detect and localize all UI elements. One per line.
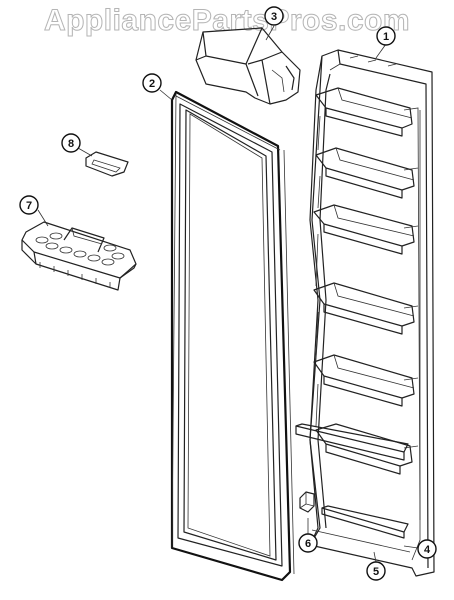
callout-7[interactable]: 7 — [19, 195, 39, 215]
leader-lines — [37, 25, 419, 563]
egg-tray-cover[interactable] — [85, 151, 129, 177]
dairy-compartment[interactable] — [195, 27, 301, 105]
svg-text:6: 6 — [305, 538, 311, 550]
door-assembly[interactable] — [309, 49, 435, 577]
svg-text:5: 5 — [373, 566, 379, 578]
svg-text:8: 8 — [68, 138, 74, 150]
door-gasket[interactable] — [170, 90, 295, 582]
svg-text:4: 4 — [424, 544, 431, 556]
callout-4[interactable]: 4 — [417, 539, 437, 559]
callout-8[interactable]: 8 — [61, 133, 81, 153]
svg-text:1: 1 — [383, 31, 389, 43]
callout-6[interactable]: 6 — [298, 533, 318, 553]
callout-1[interactable]: 1 — [376, 26, 396, 46]
egg-tray[interactable] — [21, 221, 137, 291]
callout-2[interactable]: 2 — [142, 73, 162, 93]
callout-5[interactable]: 5 — [366, 561, 386, 581]
callout-3[interactable]: 3 — [264, 6, 284, 26]
svg-text:7: 7 — [26, 200, 32, 212]
svg-text:2: 2 — [149, 78, 155, 90]
door-trim-upper[interactable] — [295, 423, 409, 461]
svg-text:3: 3 — [271, 11, 277, 23]
door-stop[interactable] — [299, 491, 315, 513]
door-trim-lower[interactable] — [321, 505, 409, 539]
